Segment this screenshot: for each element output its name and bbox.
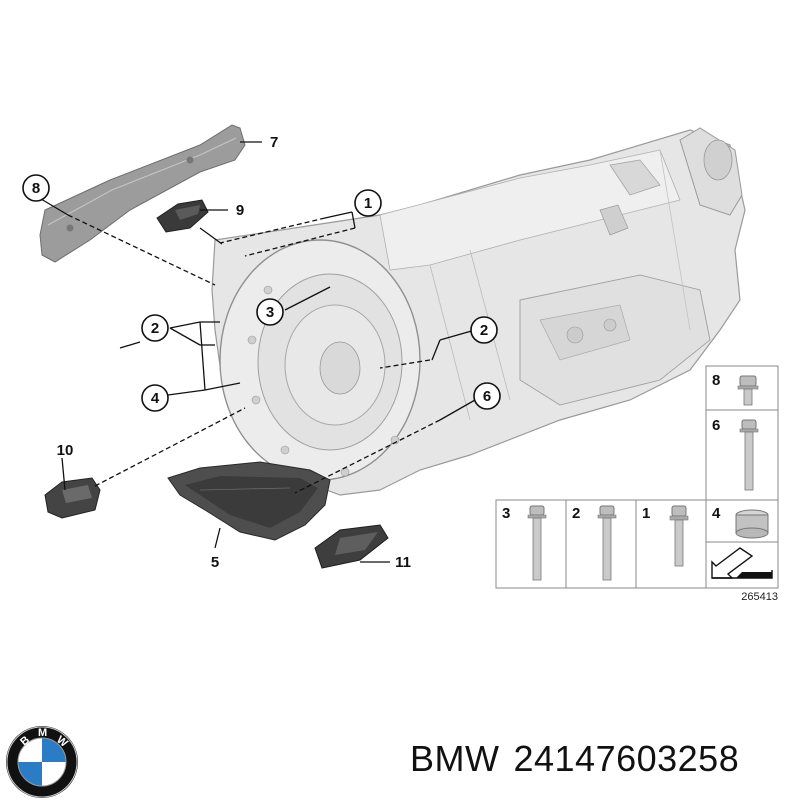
bolt-8-icon bbox=[737, 375, 759, 406]
front-direction-arrow-icon bbox=[711, 547, 773, 579]
cover-part-5 bbox=[167, 461, 331, 541]
callout-9-label: 9 bbox=[236, 202, 244, 219]
callout-6-label: 6 bbox=[483, 388, 491, 405]
sleeve-4-icon bbox=[735, 509, 769, 539]
callout-3: 3 bbox=[256, 298, 284, 326]
diagram-number: 265413 bbox=[741, 591, 778, 603]
label-10: 10 bbox=[57, 442, 74, 459]
mount-part-9 bbox=[156, 199, 209, 233]
stud-1-icon bbox=[669, 505, 689, 567]
callout-1-label: 1 bbox=[364, 195, 372, 212]
bolt-2-icon bbox=[597, 505, 617, 581]
table-cell-8-label: 8 bbox=[712, 372, 720, 389]
callout-2-right: 2 bbox=[470, 316, 498, 344]
table-cell-1-label: 1 bbox=[642, 505, 650, 522]
parts-table: 8 6 3 2 1 4 bbox=[495, 365, 779, 603]
callout-6: 6 bbox=[473, 382, 501, 410]
callout-1: 1 bbox=[354, 189, 382, 217]
callout-4: 4 bbox=[141, 384, 169, 412]
callout-8-label: 8 bbox=[32, 180, 40, 197]
bolt-6-icon bbox=[739, 419, 759, 491]
brand-name: BMW bbox=[410, 738, 500, 779]
table-cell-6-label: 6 bbox=[712, 417, 720, 434]
callout-3-label: 3 bbox=[266, 304, 274, 321]
callout-8: 8 bbox=[22, 174, 50, 202]
table-cell-3-label: 3 bbox=[502, 505, 510, 522]
part-number: 24147603258 bbox=[513, 738, 740, 779]
bmw-logo-icon: B M W bbox=[6, 726, 78, 798]
table-cell-2-label: 2 bbox=[572, 505, 580, 522]
leader-lines bbox=[35, 141, 476, 563]
part-caption: BMW 24147603258 bbox=[410, 738, 790, 788]
clip-part-11 bbox=[314, 524, 389, 569]
bracket-part-7 bbox=[39, 124, 246, 263]
callout-2-left: 2 bbox=[141, 314, 169, 342]
bolt-3-icon bbox=[527, 505, 547, 581]
callout-2-left-label: 2 bbox=[151, 320, 159, 337]
label-7: 7 bbox=[270, 134, 278, 151]
sleeve-part-10 bbox=[44, 477, 101, 519]
label-11: 11 bbox=[395, 554, 411, 571]
callout-4-label: 4 bbox=[151, 390, 160, 407]
transmission-illustration bbox=[211, 127, 746, 496]
callout-2-right-label: 2 bbox=[480, 322, 488, 339]
logo-letter-m: M bbox=[38, 727, 47, 739]
table-cell-4-label: 4 bbox=[712, 505, 721, 522]
label-5: 5 bbox=[211, 554, 219, 571]
